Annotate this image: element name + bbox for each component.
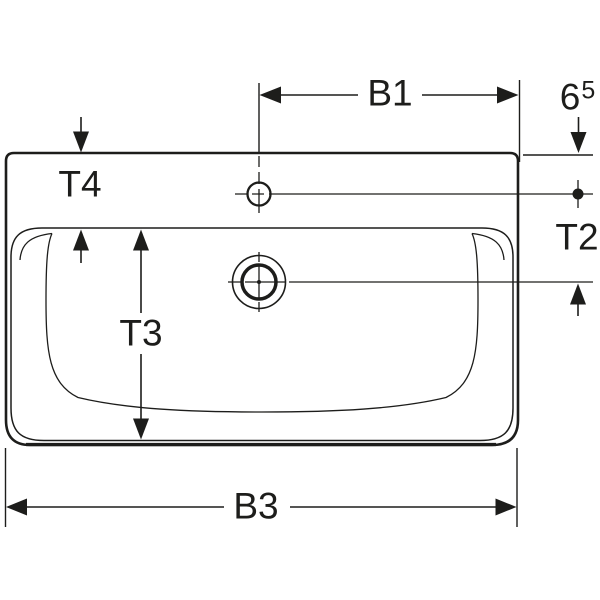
t4-arrow-down [73,131,89,153]
label-tap-offset-exponent: 5 [581,76,596,105]
bowl-floor-contour [45,233,479,413]
b3-arrow-right [495,498,517,516]
label-b3: B3 [233,485,279,527]
dimension-b1 [258,80,521,162]
dimension-t2 [570,283,586,316]
t3-arrow-down [133,418,149,440]
inner-rim-outline [10,227,514,442]
label-t2: T2 [555,216,599,258]
dimension-b3 [4,448,518,527]
drain-inner-circle [240,263,278,301]
tap-hole [235,156,593,218]
dimension-t3 [133,229,149,440]
drain-hole [228,252,593,312]
drain-outer-circle [231,254,287,310]
b1-arrow-left [259,86,281,104]
t3-arrow-up [133,229,149,251]
b1-arrow-right [497,86,519,104]
tap-offset-arrow-down [570,132,587,153]
dimension-tap-offset [523,117,593,208]
inner-corner-arc-right [471,232,505,261]
drain-center-dot [257,280,261,284]
t4-arrow-up [73,229,89,251]
inner-corner-arc-left [19,232,53,261]
label-t3: T3 [119,312,163,354]
label-tap-offset: 65 [559,76,596,118]
label-b1: B1 [367,72,413,114]
label-tap-offset-value: 6 [559,76,581,118]
b3-arrow-left [6,498,27,516]
tap-offset-reference-dot [572,188,584,200]
dimension-t4 [73,117,89,263]
tap-hole-circle [246,181,272,207]
t2-arrow-up [570,283,586,305]
label-t4: T4 [58,163,102,205]
